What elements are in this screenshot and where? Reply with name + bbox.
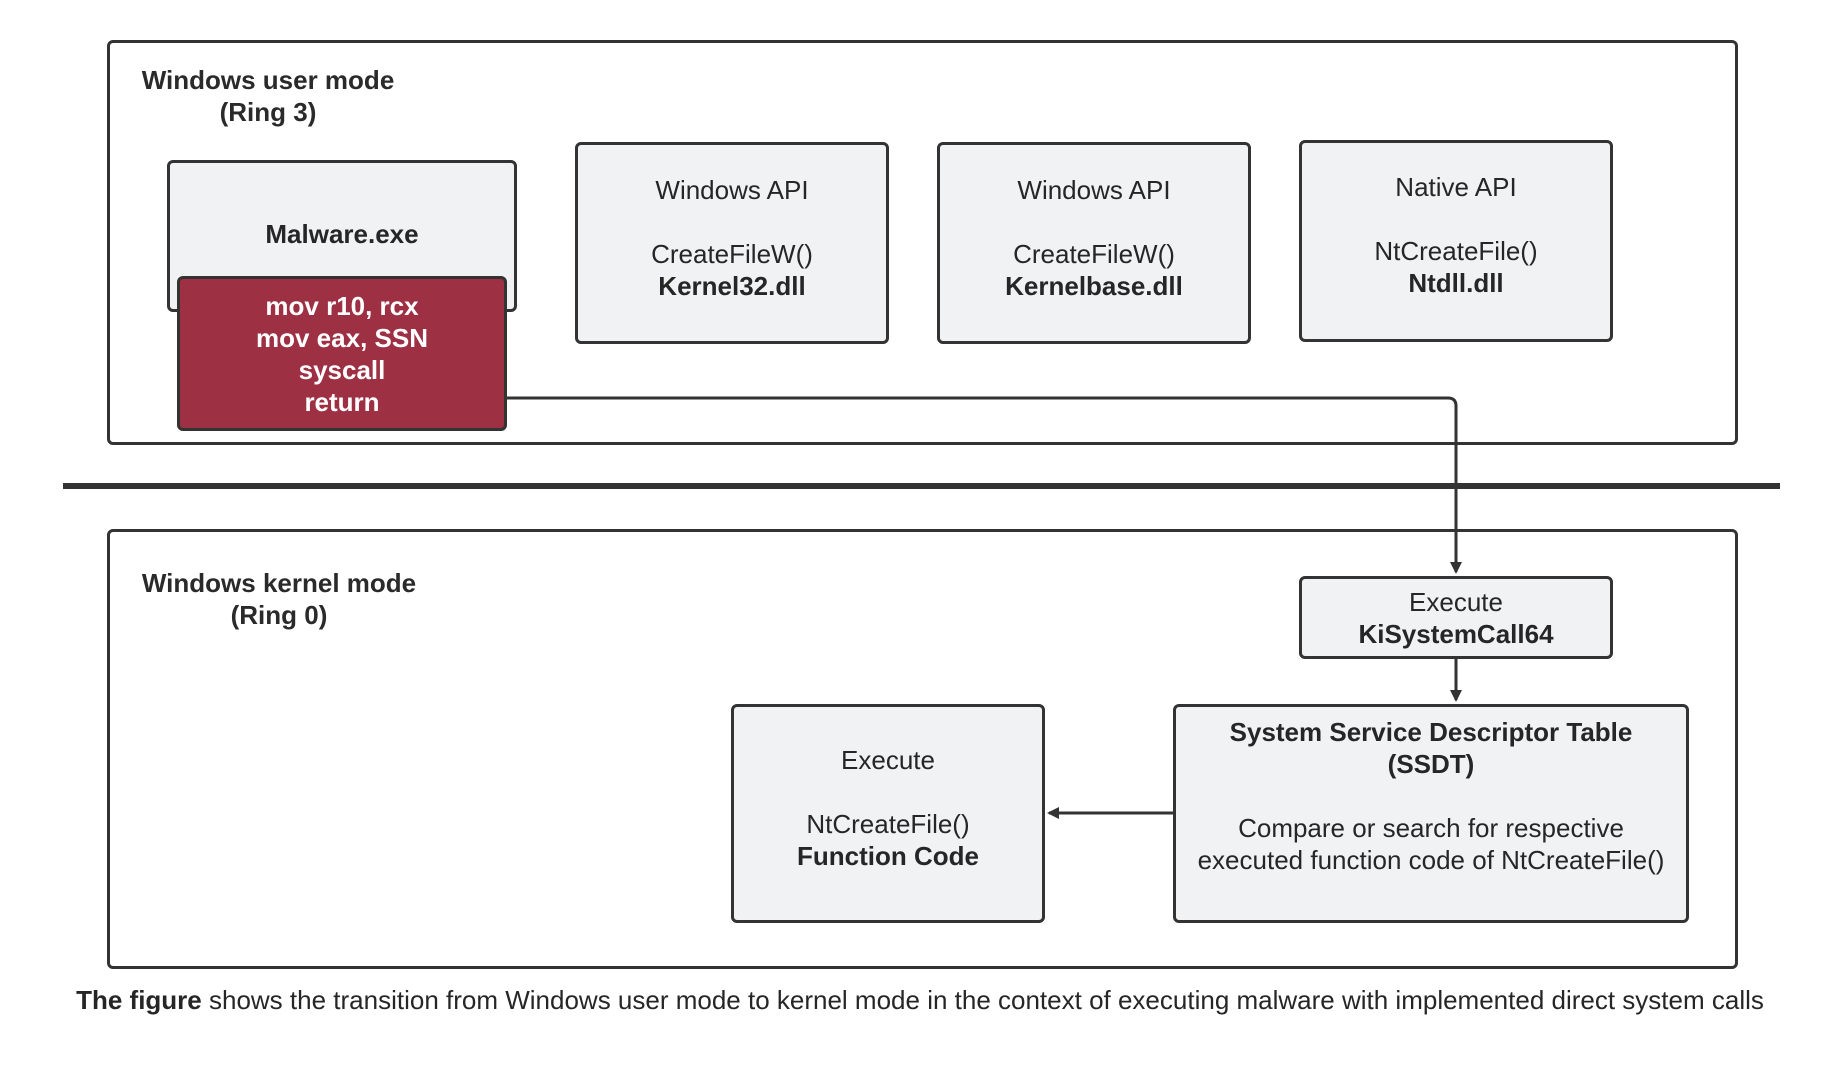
function-code-function: NtCreateFile() xyxy=(806,809,970,839)
ntdll-box: Native API NtCreateFile() Ntdll.dll xyxy=(1299,140,1613,342)
ssdt-desc-line1: Compare or search for respective xyxy=(1238,813,1624,843)
stub-line-4: return xyxy=(304,386,380,417)
kernel-mode-title-line1: Windows kernel mode xyxy=(141,568,417,598)
mode-boundary-line xyxy=(63,483,1780,489)
kernelbase-module: Kernelbase.dll xyxy=(1005,271,1183,301)
kisystemcall64-name: KiSystemCall64 xyxy=(1358,619,1554,649)
user-mode-title-line2: (Ring 3) xyxy=(219,97,317,127)
ssdt-title-line2: (SSDT) xyxy=(1387,749,1475,779)
ssdt-title-line1: System Service Descriptor Table xyxy=(1229,717,1633,747)
kernel32-box: Windows API CreateFileW() Kernel32.dll xyxy=(575,142,889,344)
kernel32-heading: Windows API xyxy=(655,175,809,205)
stub-line-3: syscall xyxy=(298,354,386,385)
kisystemcall64-heading: Execute xyxy=(1409,587,1503,617)
stub-line-2: mov eax, SSN xyxy=(256,322,428,353)
kernel-mode-title-line2: (Ring 0) xyxy=(230,600,328,630)
ssdt-desc-line2: executed function code of NtCreateFile() xyxy=(1197,845,1665,875)
function-code-box: Execute NtCreateFile() Function Code xyxy=(731,704,1045,923)
syscall-stub-box: mov r10, rcx mov eax, SSN syscall return xyxy=(177,276,507,431)
ntdll-heading: Native API xyxy=(1395,172,1517,202)
ntdll-function: NtCreateFile() xyxy=(1374,236,1538,266)
stub-line-1: mov r10, rcx xyxy=(265,290,419,321)
user-mode-title: Windows user mode (Ring 3) xyxy=(128,64,408,128)
ssdt-box: System Service Descriptor Table (SSDT) C… xyxy=(1173,704,1689,923)
malware-exe-label: Malware.exe xyxy=(265,219,419,249)
figure-caption: The figure shows the transition from Win… xyxy=(0,983,1840,1017)
function-code-heading: Execute xyxy=(841,745,935,775)
kernel32-function: CreateFileW() xyxy=(651,239,813,269)
kernel32-module: Kernel32.dll xyxy=(658,271,806,301)
kernelbase-box: Windows API CreateFileW() Kernelbase.dll xyxy=(937,142,1251,344)
caption-bold: The figure xyxy=(76,985,202,1015)
ntdll-module: Ntdll.dll xyxy=(1408,268,1504,298)
kisystemcall64-box: Execute KiSystemCall64 xyxy=(1299,576,1613,659)
caption-text: shows the transition from Windows user m… xyxy=(201,985,1764,1015)
kernel-mode-title: Windows kernel mode (Ring 0) xyxy=(128,567,430,631)
user-mode-title-line1: Windows user mode xyxy=(141,65,395,95)
kernelbase-heading: Windows API xyxy=(1017,175,1171,205)
function-code-label: Function Code xyxy=(797,841,979,871)
kernelbase-function: CreateFileW() xyxy=(1013,239,1175,269)
